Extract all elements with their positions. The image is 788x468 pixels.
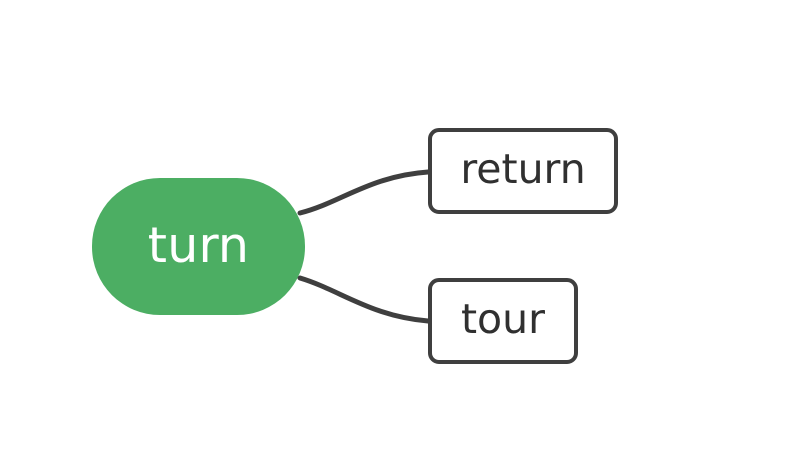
- mindmap-node-tour[interactable]: tour: [428, 278, 578, 364]
- mindmap-node-return[interactable]: return: [428, 128, 618, 214]
- edge-root-to-tour: [297, 275, 431, 324]
- node-label-turn: turn: [147, 217, 250, 274]
- node-label-tour: tour: [460, 294, 545, 343]
- mindmap-root-node-turn[interactable]: turn: [92, 178, 305, 315]
- node-label-return: return: [460, 144, 586, 193]
- edge-root-to-return: [297, 169, 431, 216]
